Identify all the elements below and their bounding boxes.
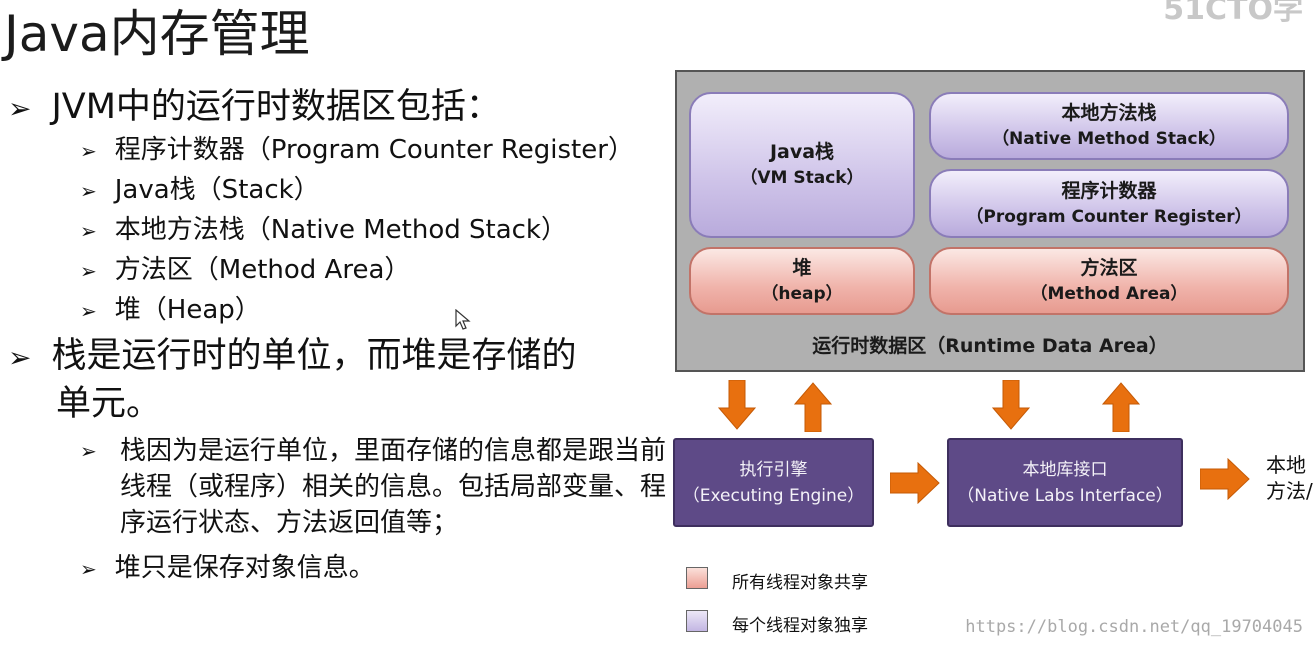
- bullet-arrow-icon: ➢: [8, 341, 32, 374]
- bullet-arrow-icon: ➢: [80, 179, 97, 203]
- arrow-right-icon: [890, 462, 940, 504]
- arrow-up-icon: [794, 382, 832, 432]
- watermark: https://blog.csdn.net/qq_19704045: [965, 617, 1303, 637]
- method-area-box: 方法区 （Method Area）: [929, 247, 1289, 315]
- legend-exclusive-label: 每个线程对象独享: [732, 616, 868, 636]
- executing-engine-box: 执行引擎 （Executing Engine）: [673, 438, 874, 527]
- bullet-arrow-icon: ➢: [80, 557, 97, 581]
- bullet-sub-6: ➢ 栈因为是运行单位，里面存储的信息都是跟当前线程（或程序）相关的信息。包括局部…: [80, 433, 670, 541]
- native-interface-box: 本地库接口 （Native Labs Interface）: [947, 438, 1183, 527]
- bullet-main-2: ➢栈是运行时的单位，而堆是存储的 单元。: [8, 336, 577, 424]
- pc-register-box: 程序计数器 （Program Counter Register）: [929, 169, 1289, 238]
- bullet-main-1: ➢JVM中的运行时数据区包括：: [8, 87, 501, 127]
- bullet-sub-4: ➢方法区（Method Area）: [80, 255, 411, 285]
- runtime-data-area: Java栈 （VM Stack） 本地方法栈 （Native Method St…: [675, 70, 1305, 372]
- mouse-cursor-icon: [455, 309, 471, 330]
- page-title: Java内存管理: [4, 5, 310, 63]
- legend-exclusive-swatch: [686, 610, 708, 632]
- arrow-up-icon: [1102, 382, 1140, 432]
- bullet-sub-2: ➢Java栈（Stack）: [80, 175, 320, 205]
- bullet-arrow-icon: ➢: [80, 139, 97, 163]
- brand-logo: 51CTO学: [1163, 0, 1303, 27]
- bullet-sub-1: ➢程序计数器（Program Counter Register）: [80, 135, 634, 165]
- native-method-text: 本地 方法/: [1266, 453, 1313, 503]
- bullet-arrow-icon: ➢: [8, 92, 32, 125]
- arrow-down-icon: [718, 380, 756, 430]
- bullet-arrow-icon: ➢: [80, 219, 97, 243]
- legend-shared-swatch: [686, 567, 708, 589]
- bullet-sub-7: ➢堆只是保存对象信息。: [80, 553, 375, 583]
- bullet-arrow-icon: ➢: [80, 439, 97, 463]
- runtime-data-area-label: 运行时数据区（Runtime Data Area）: [812, 335, 1168, 357]
- bullet-arrow-icon: ➢: [80, 299, 97, 323]
- native-method-stack-box: 本地方法栈 （Native Method Stack）: [929, 92, 1289, 160]
- java-stack-box: Java栈 （VM Stack）: [689, 92, 915, 238]
- heap-box: 堆 （heap）: [689, 247, 915, 315]
- legend-shared-label: 所有线程对象共享: [732, 573, 868, 593]
- bullet-arrow-icon: ➢: [80, 259, 97, 283]
- arrow-right-icon: [1200, 458, 1250, 500]
- bullet-sub-3: ➢本地方法栈（Native Method Stack）: [80, 215, 567, 245]
- arrow-down-icon: [992, 380, 1030, 430]
- bullet-sub-5: ➢堆（Heap）: [80, 295, 261, 325]
